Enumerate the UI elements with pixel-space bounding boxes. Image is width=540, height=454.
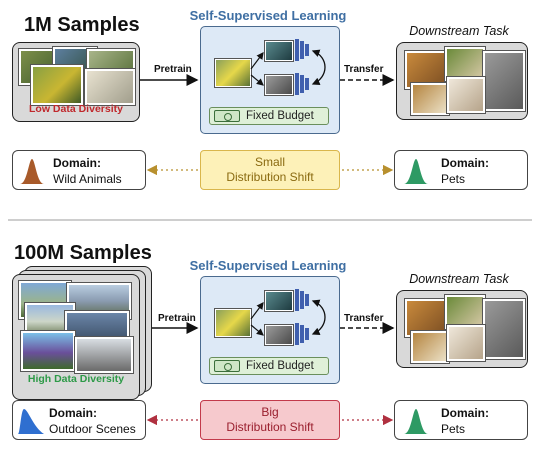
bottom-shift-line2: Distribution Shift [226,420,314,434]
top-shift-line1: Small [254,155,285,169]
top-transfer-label: Transfer [344,64,384,75]
top-downstream-title: Downstream Task [409,24,509,38]
bottom-pretrain-label: Pretrain [158,313,196,324]
augmented-view-2 [265,325,293,345]
top-target-domain-box: Domain: Pets [394,150,528,190]
pet-photo [447,77,485,113]
bottom-pretrain-images-panel: High Data Diversity [12,274,140,400]
top-target-domain-label: Domain: [441,156,489,170]
bottom-ssl-title: Self-Supervised Learning [189,258,347,273]
bottom-target-domain-box: Domain: Pets [394,400,528,440]
flowers-photo [21,331,75,371]
top-ssl-title: Self-Supervised Learning [189,8,347,23]
cat-photo [483,299,525,359]
money-icon [214,110,240,122]
pets-distribution-icon [404,159,428,184]
pets-distribution-icon [404,409,428,434]
bottom-fixed-budget-badge: Fixed Budget [209,357,329,375]
outdoor-scenes-distribution-icon [18,409,44,434]
pet-photo [411,331,449,363]
pet-photo [447,325,485,361]
top-shift-line2: Distribution Shift [226,170,314,184]
input-image [215,309,251,337]
top-source-domain-value: Wild Animals [53,172,122,186]
ssl-network-diagram [250,289,326,345]
augmented-view-1 [265,41,293,61]
scene-photo [75,337,133,373]
top-diversity-label: Low Data Diversity [29,103,123,115]
top-budget-label: Fixed Budget [246,110,314,122]
money-icon [214,360,240,372]
bottom-target-domain-label: Domain: [441,406,489,420]
bottom-shift-box: Big Distribution Shift [200,400,340,440]
bottom-ssl-box: Fixed Budget [200,276,340,384]
bottom-samples-title: 100M Samples [14,242,152,264]
bottom-downstream-images-panel [396,290,528,368]
ssl-network-diagram [250,39,326,95]
top-pretrain-label: Pretrain [154,64,192,75]
augmented-view-2 [265,75,293,95]
augmented-view-1 [265,291,293,311]
bottom-source-domain-value: Outdoor Scenes [49,422,136,436]
bottom-source-domain-box: Domain: Outdoor Scenes [12,400,146,440]
top-samples-title: 1M Samples [24,14,140,36]
bird-photo [31,65,83,105]
animal-photo [85,69,135,105]
top-source-domain-label: Domain: [53,156,101,170]
top-pretrain-images-panel: Low Data Diversity [12,42,140,122]
input-image [215,59,251,87]
bottom-transfer-label: Transfer [344,313,384,324]
bottom-downstream-title: Downstream Task [409,272,509,286]
top-target-domain-value: Pets [441,172,466,186]
bottom-diversity-label: High Data Diversity [27,373,125,385]
wild-animals-distribution-icon [20,159,44,184]
bottom-budget-label: Fixed Budget [246,360,314,372]
bottom-source-domain-label: Domain: [49,406,97,420]
top-source-domain-box: Domain: Wild Animals [12,150,146,190]
top-shift-box: Small Distribution Shift [200,150,340,190]
pet-photo [445,295,485,329]
top-ssl-box: Fixed Budget [200,26,340,134]
top-fixed-budget-badge: Fixed Budget [209,107,329,125]
bottom-shift-line1: Big [261,405,279,419]
bottom-target-domain-value: Pets [441,422,466,436]
pet-photo [411,83,449,115]
top-downstream-images-panel [396,42,528,120]
